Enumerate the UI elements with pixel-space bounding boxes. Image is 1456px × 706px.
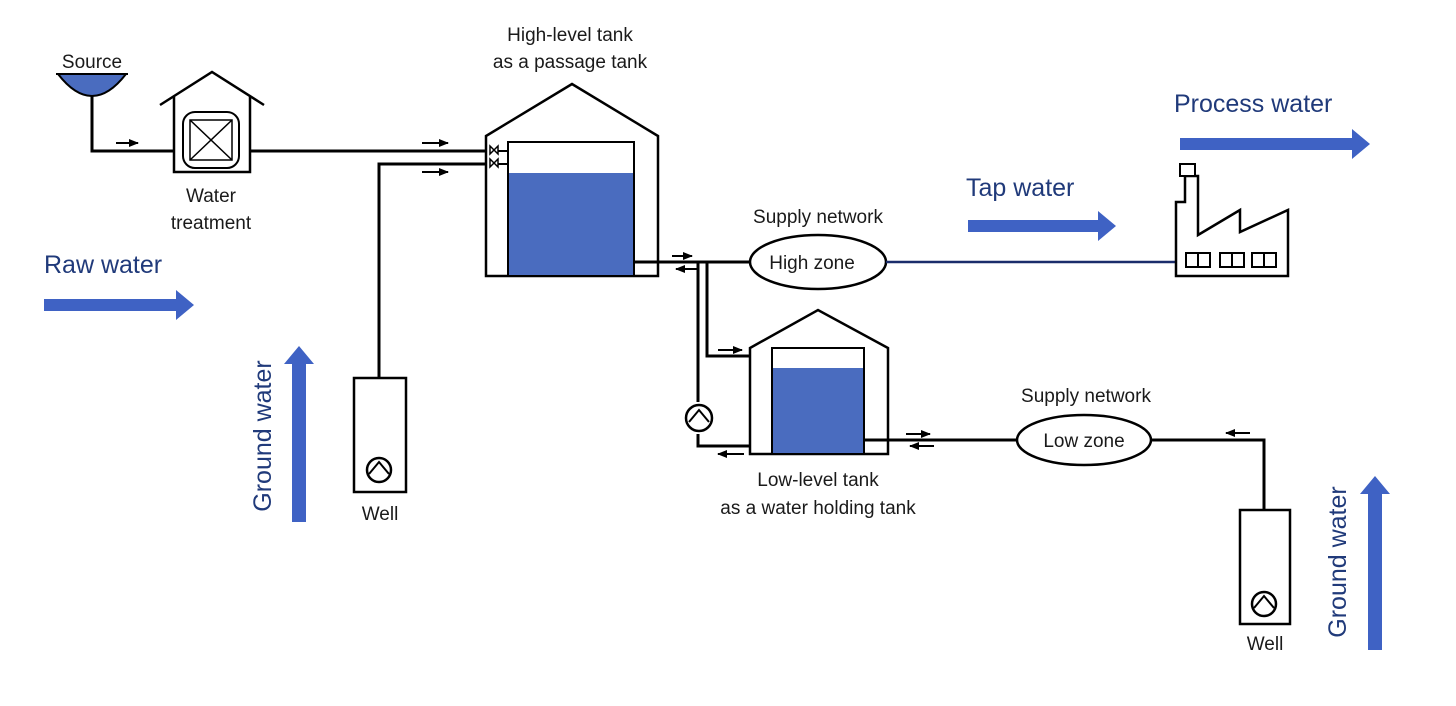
source-basin (55, 73, 129, 97)
well-right (1238, 508, 1292, 626)
tap-water-arrow (968, 211, 1116, 241)
low-tank-water (773, 368, 863, 453)
well-right-label: Well (1247, 634, 1284, 655)
high-tank-label-2: as a passage tank (493, 52, 648, 73)
ground-water-left-label: Ground water (249, 360, 277, 511)
ground-water-left-arrow (284, 346, 314, 522)
raw-water-label: Raw water (44, 251, 162, 279)
process-water-arrow (1180, 129, 1370, 159)
supply-network-high-label: Supply network (753, 207, 883, 228)
low-tank-label-2: as a water holding tank (720, 498, 916, 519)
high-tank-water (509, 173, 633, 275)
water-treatment-building (159, 70, 265, 174)
valve-icons-high (489, 144, 508, 169)
low-zone-label: Low zone (1043, 431, 1124, 452)
pump-icon (684, 403, 714, 433)
high-tank-label-1: High-level tank (507, 25, 633, 46)
ground-water-right-arrow (1360, 476, 1390, 650)
tap-water-label: Tap water (966, 174, 1074, 202)
high-level-tank-building (484, 82, 660, 278)
supply-network-low-label: Supply network (1021, 386, 1151, 407)
source-label: Source (62, 52, 122, 73)
low-tank-label-1: Low-level tank (757, 470, 879, 491)
well-left (352, 376, 408, 494)
raw-water-arrow (44, 290, 194, 320)
ground-water-right-label: Ground water (1324, 486, 1352, 637)
water-treatment-label-2: treatment (171, 213, 252, 234)
well-left-label: Well (362, 504, 399, 525)
low-level-tank-building (748, 308, 890, 456)
raw-water-pipe (90, 96, 486, 153)
factory-icon (1174, 163, 1290, 278)
ground-water-pipe-left (377, 162, 486, 458)
pump-return-pipe (696, 262, 772, 448)
process-water-label: Process water (1174, 90, 1332, 118)
water-treatment-label-1: Water (186, 186, 237, 207)
high-zone-label: High zone (769, 253, 855, 274)
